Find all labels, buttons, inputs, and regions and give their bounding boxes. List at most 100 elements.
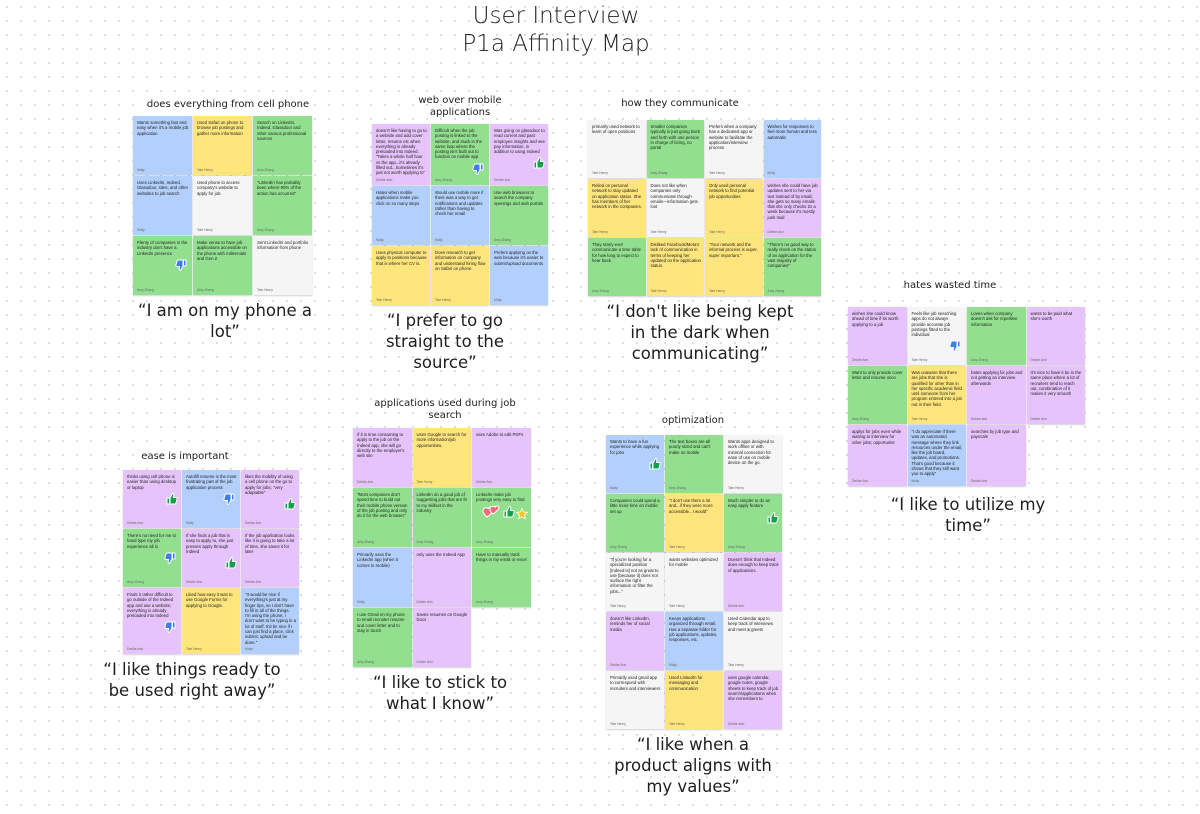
sticky-note[interactable]: Autofill resume is the most frustrating … <box>182 470 240 528</box>
sticky-note[interactable]: Used Safari on phone to browse job posti… <box>193 116 252 175</box>
sticky-note[interactable]: Uses LinkedIn, Indeed, Glassdoor, sites,… <box>133 176 192 235</box>
sticky-note[interactable]: They rarely ever communicate a time tabl… <box>588 238 646 296</box>
sticky-note[interactable]: Used Calendar app to keep track of inter… <box>724 612 782 670</box>
sticky-note[interactable]: Relied on personal network to stay updat… <box>588 179 646 237</box>
sticky-note[interactable]: Make sense to have job applications acce… <box>193 236 252 295</box>
sticky-note[interactable]: Want to only provide cover letter and re… <box>848 366 907 424</box>
note-text: Used Calendar app to keep track of inter… <box>728 616 773 632</box>
sticky-note[interactable]: "Most companies don't spend time to buil… <box>353 488 412 547</box>
sticky-note[interactable]: Used LinkedIn for messaging and communic… <box>665 671 723 729</box>
sticky-note[interactable]: Does not like when companies only commun… <box>646 179 704 237</box>
sticky-note[interactable]: Only used personal network to find poten… <box>705 179 763 237</box>
note-author: Tate Henry <box>709 230 725 234</box>
sticky-note[interactable]: Primarily uses the LinkedIn app (when it… <box>353 548 412 607</box>
sticky-note[interactable]: Have to manually track things in my emai… <box>472 548 531 607</box>
note-text: LinkedIn make job postings very easy to … <box>476 492 525 503</box>
sticky-note[interactable]: Much simpler to do an easy apply feature… <box>724 494 782 552</box>
sticky-note[interactable]: thinks using cell phone is easier than u… <box>123 470 181 528</box>
sticky-note[interactable]: Search on LinkedIn, Indeed, Glassdoor an… <box>253 116 312 175</box>
sticky-note[interactable]: There's no need for me to hand type my j… <box>123 529 181 587</box>
sticky-note[interactable]: doesn't like LinkedIn, reminds her of so… <box>606 612 664 670</box>
sticky-note[interactable]: Hates when mobile applications make you … <box>372 186 430 245</box>
sticky-note[interactable]: "There's no good way to really check on … <box>763 238 821 296</box>
sticky-note[interactable]: Wants to have a fun experience while app… <box>606 435 664 493</box>
sticky-note[interactable]: "Your network and the informal process i… <box>705 238 763 296</box>
sticky-note[interactable]: Doesn't think that Indeed does enough to… <box>724 553 782 611</box>
sticky-note[interactable]: "It would be nice if everything's just a… <box>241 588 299 654</box>
note-text: wishes she could know ahead of time if i… <box>852 311 899 327</box>
sticky-note[interactable]: Sent LinkedIn and portfolio information … <box>253 236 312 295</box>
note-author: Deidre Ann <box>1030 417 1047 421</box>
sticky-note[interactable]: Would use mobile more if there was a way… <box>431 186 489 245</box>
note-author: Deidre Ann <box>494 178 511 182</box>
sticky-note[interactable]: Uses physical computer to apply to posit… <box>372 246 430 305</box>
sticky-note[interactable]: Was unaware that there are jobs that she… <box>907 366 966 424</box>
sticky-note[interactable]: Liked how easy it was to use Google Form… <box>182 588 240 654</box>
thumbs-up-icon <box>647 457 661 471</box>
cluster-title: web over mobile applications <box>418 95 502 118</box>
sticky-note[interactable]: Used phone to access company's website t… <box>193 176 252 235</box>
sticky-note[interactable]: applys for jobs even while waiting to in… <box>848 425 907 486</box>
sticky-note[interactable]: "LinkedIn has probably been where 90% of… <box>253 176 312 235</box>
sticky-note[interactable]: Uses Google to search for more informati… <box>412 428 471 487</box>
sticky-note[interactable]: It's nice to have it be in the same plac… <box>1026 366 1085 424</box>
note-text: "LinkedIn has probably been where 90% of… <box>257 180 302 196</box>
sticky-note[interactable]: Loves when company doesn't ask for repet… <box>967 307 1026 365</box>
sticky-note[interactable]: "If you're looking for a specialized pos… <box>606 553 664 611</box>
note-text: Finds it rather difficult to go outside … <box>127 592 174 619</box>
sticky-note[interactable]: Smaller companies typically is just goin… <box>646 120 704 178</box>
note-author: Tate Henry <box>911 358 928 362</box>
note-author: Molly <box>357 600 365 604</box>
sticker-row <box>127 551 178 565</box>
sticker-row <box>610 457 661 471</box>
sticky-note[interactable]: "I don't use them a lot and...if they we… <box>665 494 723 552</box>
note-text: Relied on personal network to stay updat… <box>592 183 642 210</box>
sticky-note[interactable]: uses google calendar, google notes, goog… <box>724 671 782 729</box>
sticky-note[interactable]: Wants apps designed to work offline or w… <box>724 435 782 493</box>
sticky-note[interactable]: doesn't like having to go to a website a… <box>372 124 430 185</box>
sticky-note[interactable]: wishes she could have job updates sent t… <box>763 179 821 237</box>
sticky-note[interactable]: Prefers applying on the web because it's… <box>490 246 548 305</box>
sticky-note[interactable]: I use Gmail on my phone to email recruit… <box>353 608 412 667</box>
sticky-note[interactable]: If the job application looks like it is … <box>241 529 299 587</box>
sticky-note[interactable]: The text boxes are all poorly sized and … <box>665 435 723 493</box>
sticky-note[interactable]: Prefers when a company has a dedicated a… <box>705 120 763 178</box>
sticky-note[interactable]: "I do appreciate if there was an automat… <box>907 425 966 486</box>
note-text: Was unaware that there are jobs that she… <box>911 370 962 407</box>
sticky-note[interactable]: Plenty of companies in the industry don'… <box>133 236 192 295</box>
sticky-note[interactable]: hates applying for jobs and not getting … <box>967 366 1026 424</box>
sticky-note[interactable]: Was going on glassdoor to read current a… <box>490 124 548 185</box>
sticky-note[interactable]: If she finds a job that is easy to apply… <box>182 529 240 587</box>
note-author: Tate Henry <box>650 289 667 293</box>
sticky-note[interactable]: Wishes for responses to feel more human … <box>763 120 821 178</box>
note-author: Tate Henry <box>257 288 273 292</box>
sticky-note[interactable]: LinkedIn do a good job of suggesting job… <box>412 488 471 547</box>
sticky-note[interactable]: Feels like job searching apps do not alw… <box>907 307 966 365</box>
sticky-note[interactable]: Does research to get information on comp… <box>431 246 489 305</box>
star-icon <box>515 507 528 520</box>
sticky-note[interactable]: Companies could spend a little more time… <box>606 494 664 552</box>
note-text: Wants to have a fun experience while app… <box>610 439 660 455</box>
sticky-note[interactable]: likes the mobility of using a cell phone… <box>241 470 299 528</box>
sticky-note[interactable]: Difficult when the job posting is linked… <box>431 124 489 185</box>
sticky-note[interactable]: Primarily used gmail app to correspond w… <box>606 671 664 729</box>
sticky-note[interactable]: wishes she could know ahead of time if i… <box>848 307 907 365</box>
sticky-note[interactable]: Keeps applications organized through ema… <box>665 612 723 670</box>
sticky-note[interactable]: LinkedIn make job postings very easy to … <box>472 488 531 547</box>
sticky-note[interactable]: primarily used network to learn of open … <box>588 120 646 178</box>
note-text: Feels like job searching apps do not alw… <box>911 311 957 338</box>
note-text: Make sense to have job applications acce… <box>197 240 247 261</box>
note-author: Molly <box>911 479 920 483</box>
note-text: There's no need for me to hand type my j… <box>127 533 177 549</box>
sticky-note[interactable]: Disliked Facebook/Meta's lack of communi… <box>646 238 704 296</box>
sticky-note[interactable]: If it is time consuming to apply to the … <box>353 428 412 487</box>
sticky-note[interactable]: Use web browsers to search the company o… <box>490 186 548 245</box>
sticky-note[interactable]: Wants something fast and easy when it's … <box>133 116 192 175</box>
sticky-note[interactable]: Finds it rather difficult to go outside … <box>123 588 181 654</box>
